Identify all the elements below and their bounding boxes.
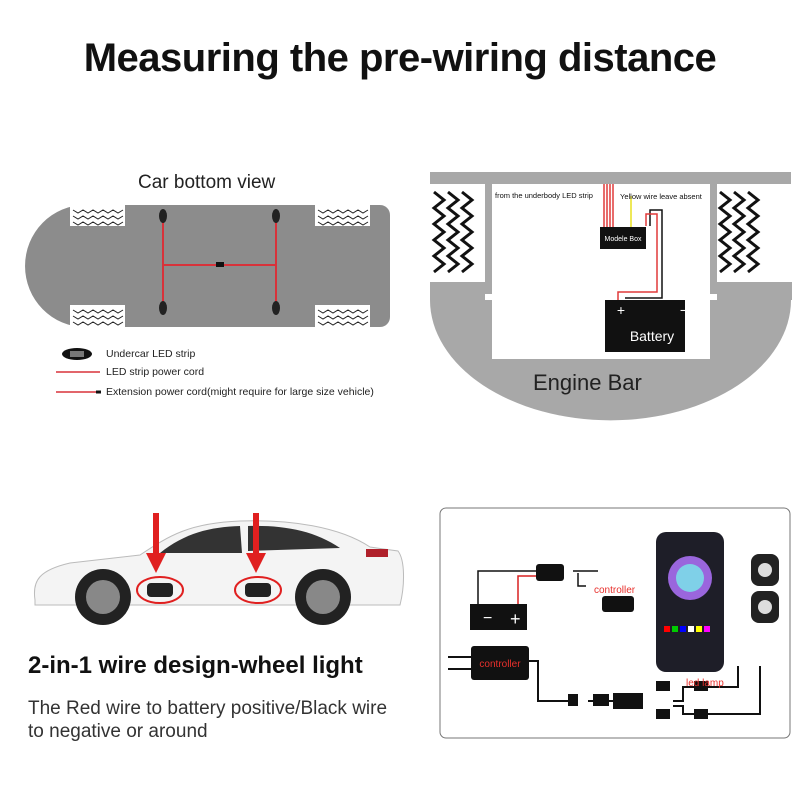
- led-lamp-label: led lamp: [686, 678, 724, 689]
- wheel-light-heading: 2-in-1 wire design-wheel light: [28, 652, 363, 679]
- wheel-light-highlight: [136, 576, 184, 604]
- battery-label: Battery: [630, 328, 674, 344]
- wheel-light-highlight: [234, 576, 282, 604]
- wheel-light-description: The Red wire to battery positive/Black w…: [28, 698, 388, 742]
- battery-minus: −: [680, 302, 688, 318]
- module-box: [600, 227, 646, 249]
- wiring-diagram: − + controller controller led lamp: [439, 507, 791, 739]
- wheel-hatch: [431, 190, 761, 274]
- legend-undercar-led: Undercar LED strip: [106, 348, 196, 360]
- yellow-wire-label: Yellow wire leave absent: [620, 192, 703, 201]
- car-bottom-diagram: [25, 205, 391, 394]
- wiring-battery-plus: +: [510, 609, 521, 629]
- phone-app-icon: [656, 532, 724, 672]
- page-title: Measuring the pre-wiring distance: [83, 36, 717, 80]
- arrow-icon: [146, 513, 266, 573]
- engine-bar-label: Engine Bar: [533, 370, 642, 395]
- engine-bay-diagram: Modele Box + − Battery from the underbod…: [430, 172, 792, 421]
- battery-icon: [470, 604, 527, 630]
- controller-box-label: controller: [479, 659, 521, 670]
- led-pod-icon: [159, 209, 280, 315]
- controller-top-label: controller: [594, 585, 636, 596]
- legend-power-cord: LED strip power cord: [106, 366, 205, 378]
- car-bottom-view-label: Car bottom view: [138, 172, 276, 193]
- car-side-illustration: [33, 513, 404, 625]
- module-box-label: Modele Box: [605, 236, 642, 243]
- strip-label: from the underbody LED strip: [495, 191, 593, 200]
- legend-extension-cord: Extension power cord(might require for l…: [106, 386, 374, 398]
- battery: [605, 300, 685, 352]
- wiring-battery-minus: −: [483, 610, 492, 627]
- battery-plus: +: [617, 302, 625, 318]
- extension-connector: [216, 262, 224, 267]
